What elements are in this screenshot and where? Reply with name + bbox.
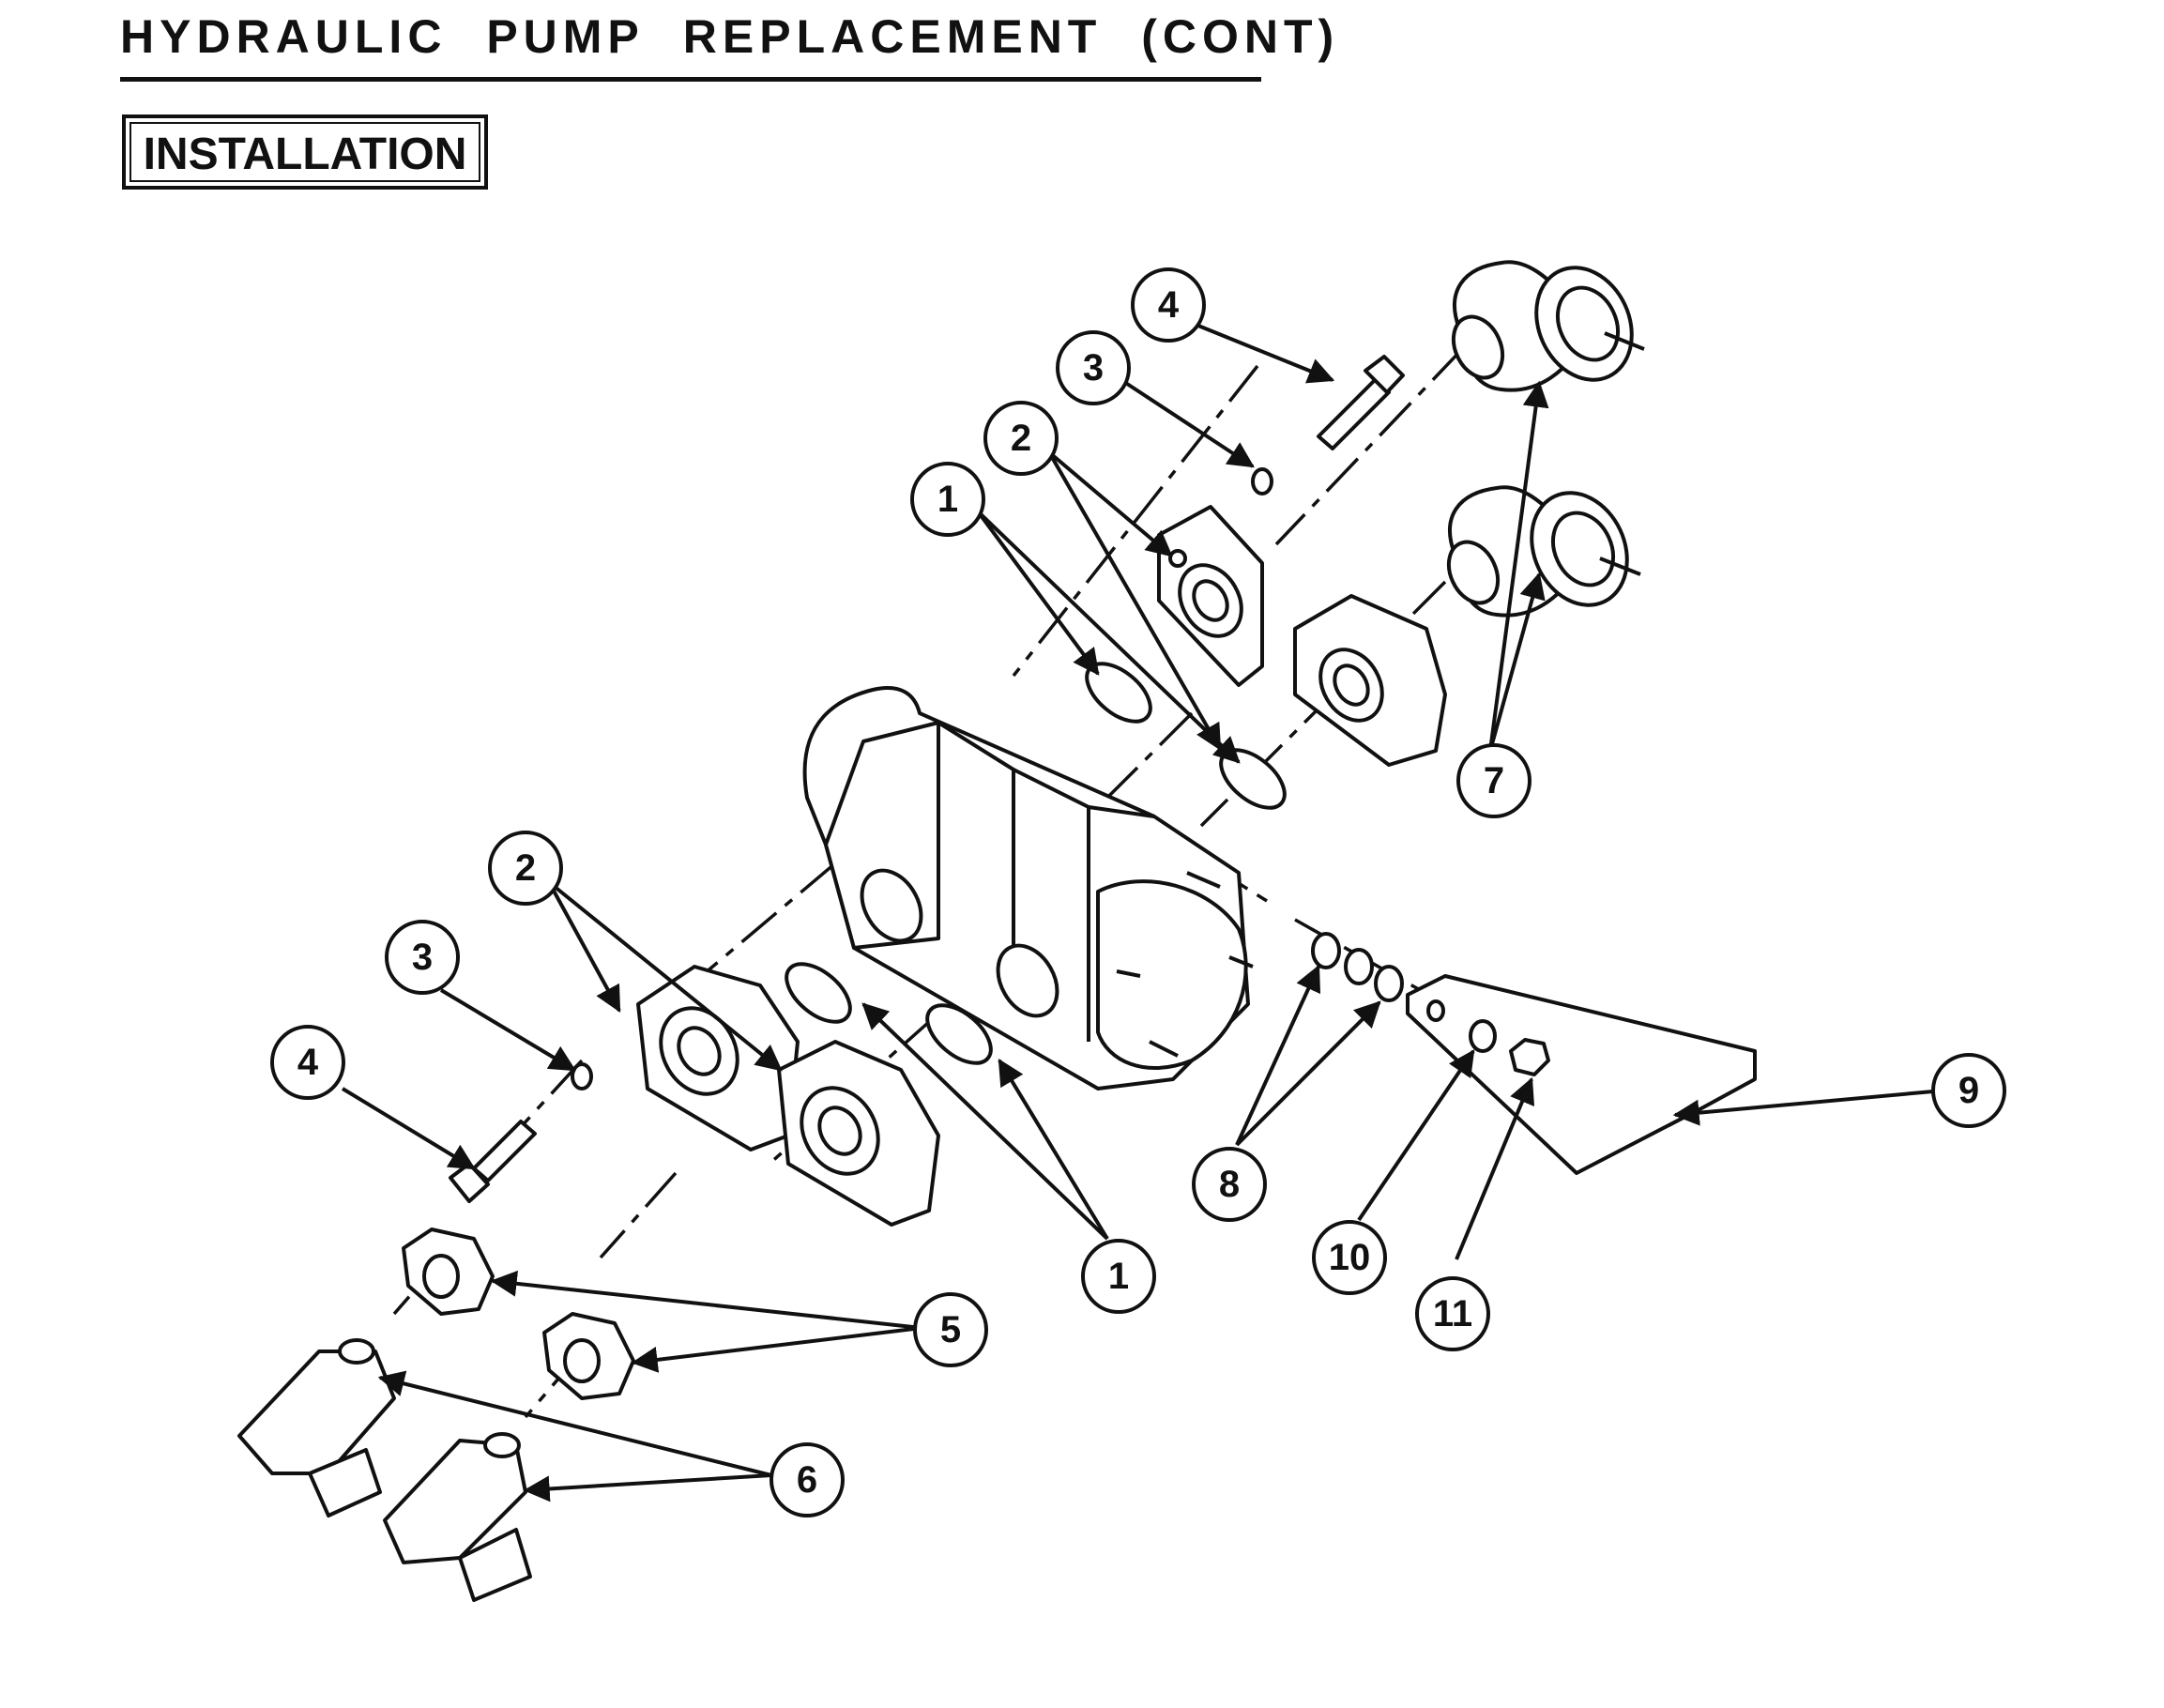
callout-label: 8 [1219,1164,1240,1205]
callout-label: 4 [297,1042,319,1083]
callout-5: 5 [913,1292,988,1367]
flange-lower-right [777,1040,940,1227]
bracket-hole [1426,999,1445,1022]
callout-label: 1 [1108,1256,1129,1297]
callout-7: 7 [1456,743,1532,818]
adapter-nut-right [542,1312,635,1400]
flange-upper-right [1293,594,1447,767]
callout-2-bottom: 2 [488,831,563,906]
title-underline [120,77,1261,82]
callout-4-bottom: 4 [270,1025,345,1100]
callout-label: 2 [1011,418,1031,459]
hydraulic-pump [802,686,1254,1090]
bracket-plate [1406,974,1757,1175]
section-label: INSTALLATION [130,122,480,182]
leader-lines [341,322,1934,1502]
callout-label: 10 [1329,1237,1371,1278]
callout-label: 5 [940,1309,961,1350]
callout-4-top: 4 [1131,267,1206,343]
callout-10: 10 [1312,1220,1387,1295]
callout-label: 1 [937,479,958,520]
callout-11: 11 [1415,1276,1490,1351]
flange-upper-left [1157,505,1264,687]
elbow-fitting-lower [1446,485,1641,618]
callout-label: 7 [1484,760,1504,801]
nut-11 [1509,1038,1550,1076]
elbow-fitting-upper [1451,260,1645,392]
lockwasher-lower [571,1062,593,1090]
callout-8: 8 [1192,1147,1267,1222]
o-ring-lower-right [925,1003,993,1065]
fitting-left [237,1338,396,1517]
callout-label: 3 [1083,347,1104,389]
callout-1-bottom: 1 [1081,1239,1156,1314]
callout-3-bottom: 3 [385,920,460,995]
callout-label: 2 [515,847,536,889]
callout-2-top: 2 [983,401,1059,476]
washer-10 [1469,1019,1497,1053]
washers-stack [1311,932,1404,1002]
callout-6: 6 [770,1442,845,1517]
fitting-right [383,1432,532,1602]
callout-9: 9 [1931,1053,2006,1128]
callout-label: 9 [1958,1070,1979,1111]
callout-label: 11 [1433,1293,1472,1334]
callout-label: 6 [797,1459,817,1501]
page-title: HYDRAULIC PUMP REPLACEMENT (CONT) [120,10,1340,63]
callout-label: 4 [1158,284,1180,326]
lockwasher-upper [1251,467,1273,496]
callout-3-top: 3 [1056,330,1131,405]
flange-lower-left [636,965,800,1151]
callout-1-top: 1 [910,462,985,537]
o-ring-lower-left [785,962,852,1024]
callout-label: 3 [412,937,433,978]
o-ring-upper-right [1219,748,1287,810]
section-label-box: INSTALLATION [122,114,488,190]
capscrew-upper [1317,355,1405,450]
adapter-nut-left [402,1228,495,1316]
